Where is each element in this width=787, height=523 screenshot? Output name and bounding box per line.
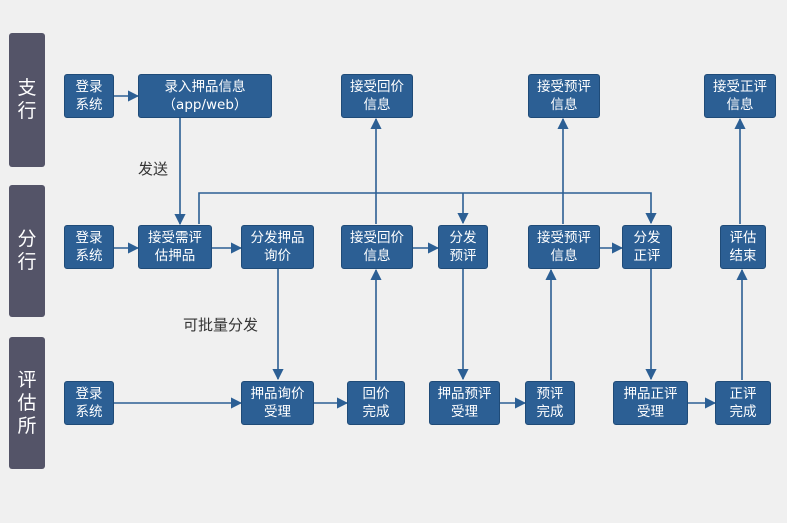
node-branch-login: 登录 系统 <box>64 74 114 118</box>
node-appraiser-login: 登录 系统 <box>64 381 114 425</box>
node-sub-dispatch-pre: 分发 预评 <box>438 225 488 269</box>
node-sub-login: 登录 系统 <box>64 225 114 269</box>
node-sub-recv-reply: 接受回价 信息 <box>341 225 413 269</box>
node-sub-end: 评估 结束 <box>720 225 766 269</box>
node-branch-recv-pre: 接受预评 信息 <box>528 74 600 118</box>
node-sub-dispatch-formal: 分发 正评 <box>622 225 672 269</box>
node-branch-recv-formal: 接受正评 信息 <box>704 74 776 118</box>
node-branch-input: 录入押品信息 （app/web） <box>138 74 272 118</box>
lane-sub-branch: 分 行 <box>9 185 45 317</box>
node-sub-dispatch-inquiry: 分发押品 询价 <box>241 225 314 269</box>
node-appraiser-inquiry-accept: 押品询价 受理 <box>241 381 314 425</box>
node-appraiser-reply-done: 回价 完成 <box>347 381 405 425</box>
lane-appraiser: 评 估所 <box>9 337 45 469</box>
node-branch-recv-reply: 接受回价 信息 <box>341 74 413 118</box>
note-batch-dispatch: 可批量分发 <box>183 316 259 334</box>
bus-line <box>198 192 657 225</box>
lane-branch: 支 行 <box>9 33 45 167</box>
node-appraiser-pre-done: 预评 完成 <box>525 381 575 425</box>
node-appraiser-formal-accept: 押品正评 受理 <box>613 381 688 425</box>
node-sub-accept: 接受需评 估押品 <box>138 225 212 269</box>
node-appraiser-pre-accept: 押品预评 受理 <box>429 381 500 425</box>
node-appraiser-formal-done: 正评 完成 <box>715 381 771 425</box>
node-sub-recv-pre: 接受预评 信息 <box>528 225 600 269</box>
note-send: 发送 <box>138 160 169 178</box>
